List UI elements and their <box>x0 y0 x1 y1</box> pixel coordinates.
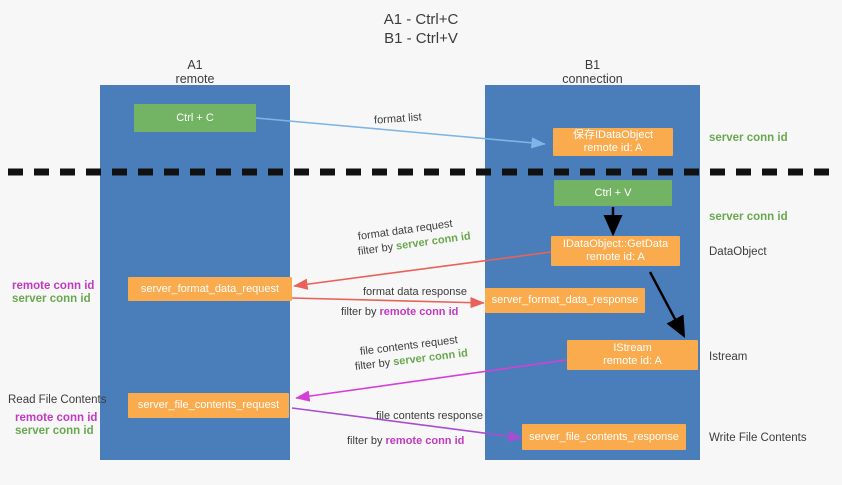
box-istream[interactable]: IStream remote id: A <box>567 340 698 370</box>
label-server-conn-id-top: server conn id <box>709 132 788 144</box>
box-server-format-data-response[interactable]: server_format_data_response <box>485 288 645 313</box>
box-save-idataobject[interactable]: 保存IDataObject remote id: A <box>553 128 673 156</box>
filter-value-2: remote conn id <box>379 306 459 318</box>
lane-b1-sub: connection <box>562 72 623 86</box>
arrow-getdata-to-istream <box>648 271 686 339</box>
arrow-label-format-data-response-filter: filter by remote conn id <box>341 305 458 319</box>
arrow-label-file-contents-response-filter: filter by remote conn id <box>347 434 464 448</box>
label-read-file-contents: Read File Contents <box>8 394 107 406</box>
lane-header-b1: B1 connection <box>485 58 700 86</box>
label-server-conn-id-1: server conn id <box>12 293 91 305</box>
box-save-idataobject-line1: 保存IDataObject <box>572 129 654 141</box>
box-ctrl-c-label: Ctrl + C <box>176 111 214 124</box>
lane-b1-name: B1 <box>584 58 601 72</box>
filter-value-4: remote conn id <box>385 435 465 447</box>
label-server-conn-id-mid: server conn id <box>709 211 788 223</box>
box-idataobject-getdata-line2: remote id: A <box>586 251 645 263</box>
lane-a1-sub: remote <box>175 72 215 86</box>
lane-header-a1: A1 remote <box>100 58 290 86</box>
filter-prefix-3: filter by <box>354 356 394 373</box>
label-remote-conn-id-2: remote conn id <box>15 412 98 424</box>
box-istream-line2: remote id: A <box>603 355 662 367</box>
box-istream-line1: IStream <box>613 342 652 354</box>
arrow-file-contents-request <box>295 359 567 402</box>
box-idataobject-getdata-line1: IDataObject::GetData <box>562 238 669 250</box>
title-line-2: B1 - Ctrl+V <box>384 30 458 47</box>
box-server-file-contents-request[interactable]: server_file_contents_request <box>128 393 289 418</box>
arrow-file-contents-response <box>291 407 523 442</box>
filter-prefix-4: filter by <box>347 435 386 447</box>
arrow-label-file-contents-response: file contents response <box>376 410 484 422</box>
page-title: A1 - Ctrl+C B1 - Ctrl+V <box>0 10 842 48</box>
label-remote-conn-id-1: remote conn id <box>12 280 95 292</box>
box-ctrl-v[interactable]: Ctrl + V <box>554 180 672 206</box>
box-server-format-data-request[interactable]: server_format_data_request <box>128 277 292 301</box>
box-save-idataobject-line2: remote id: A <box>583 142 643 154</box>
filter-prefix-2: filter by <box>341 306 380 318</box>
box-server-file-contents-response[interactable]: server_file_contents_response <box>522 424 686 450</box>
arrow-label-format-data-response: format data response <box>363 286 467 298</box>
title-line-1: A1 - Ctrl+C <box>383 11 459 28</box>
arrow-format-data-request <box>293 251 552 290</box>
box-ctrl-c[interactable]: Ctrl + C <box>134 104 256 132</box>
lane-a1-name: A1 <box>187 58 203 72</box>
arrow-format-list <box>255 117 546 149</box>
label-server-conn-id-2: server conn id <box>15 425 94 437</box>
filter-prefix-1: filter by <box>357 240 397 258</box>
arrow-format-data-response <box>291 297 485 309</box>
box-ctrl-v-label: Ctrl + V <box>594 186 632 199</box>
box-idataobject-getdata[interactable]: IDataObject::GetData remote id: A <box>551 236 680 266</box>
label-istream: Istream <box>709 351 748 363</box>
box-server-file-contents-request-label: server_file_contents_request <box>137 399 280 411</box>
label-write-file-contents: Write File Contents <box>709 432 807 444</box>
label-dataobject: DataObject <box>709 246 767 258</box>
arrow-label-format-list: format list <box>373 111 423 127</box>
box-server-format-data-request-label: server_format_data_request <box>140 282 280 295</box>
box-server-format-data-response-label: server_format_data_response <box>491 294 639 306</box>
box-server-file-contents-response-label: server_file_contents_response <box>529 430 679 443</box>
